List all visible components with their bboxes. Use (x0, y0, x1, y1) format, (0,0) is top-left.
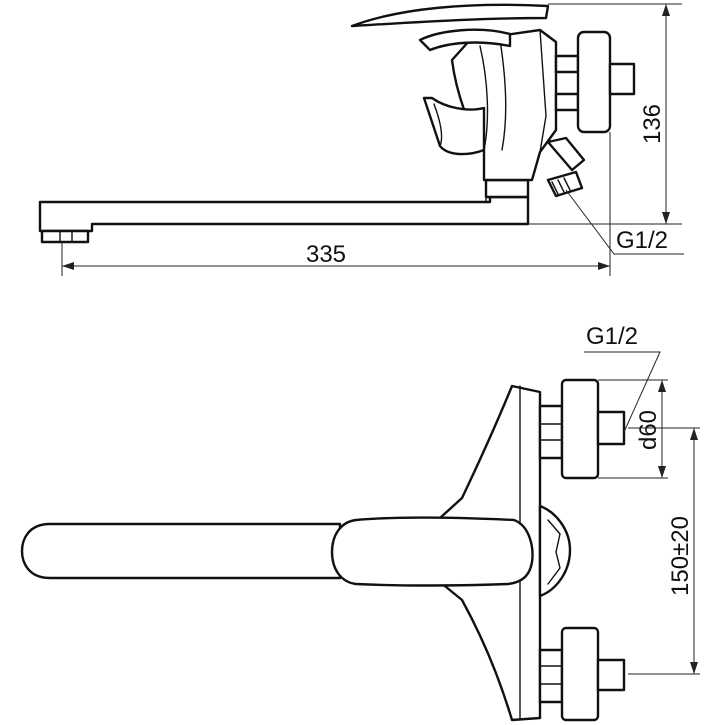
dim-eccentric-label: d60 (635, 410, 662, 450)
thread-side-label: G1/2 (616, 227, 668, 254)
top-knob (538, 504, 572, 598)
dim-eccentric: d60 (598, 379, 668, 479)
dim-center-distance-label: 150±20 (667, 516, 694, 596)
leader-thread-side: G1/2 (565, 189, 684, 255)
side-connector (546, 30, 636, 198)
dim-length-label: 335 (306, 241, 346, 268)
side-lever (350, 3, 550, 156)
dim-height: 136 (528, 3, 682, 225)
top-connector-lower (538, 626, 626, 722)
top-lever (330, 516, 534, 587)
top-view: G1/2 d60 150±20 (20, 323, 700, 722)
dim-center-distance: 150±20 (628, 427, 700, 675)
leader-thread-top: G1/2 (584, 323, 661, 433)
dim-height-label: 136 (639, 104, 666, 144)
dim-length: 335 (61, 132, 611, 276)
thread-top-label: G1/2 (586, 323, 638, 350)
top-connector-upper (538, 378, 626, 480)
side-spout (38, 195, 530, 244)
side-view: 136 335 G1/2 (38, 3, 684, 276)
top-spout (20, 522, 342, 580)
